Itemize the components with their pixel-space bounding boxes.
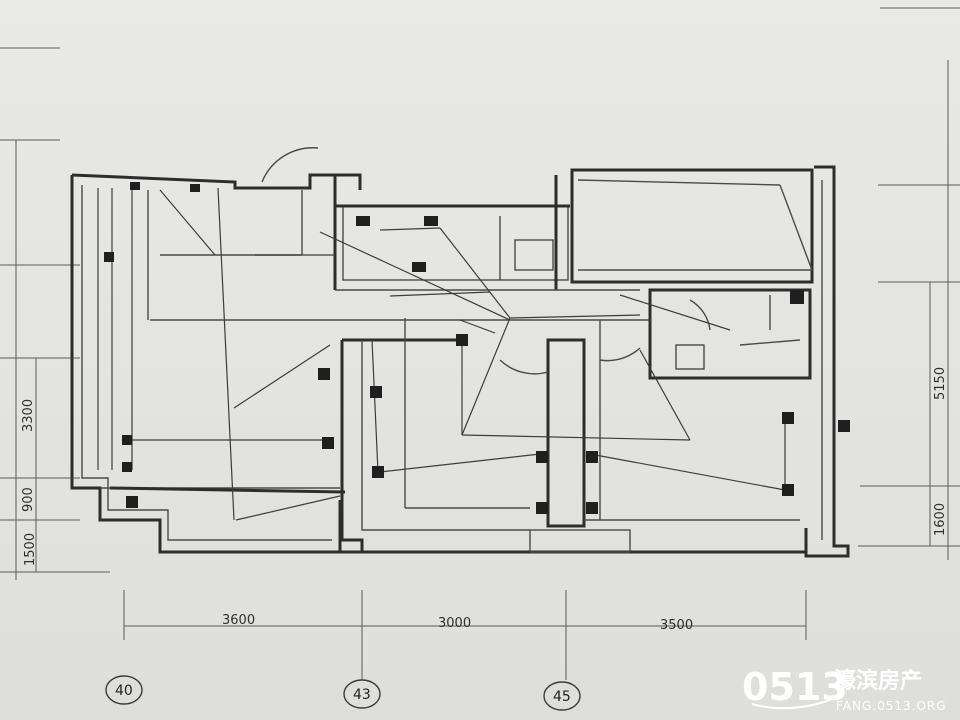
dim-bottom-1: 3600 — [222, 613, 255, 628]
dim-left-3: 1500 — [23, 533, 38, 566]
dimension-lines — [35, 282, 931, 680]
dim-right-2: 1600 — [933, 503, 948, 536]
dim-bottom-3: 3500 — [660, 618, 693, 633]
dim-right-1: 5150 — [933, 367, 948, 400]
dim-bottom-2: 3000 — [438, 616, 471, 631]
axis-markers — [105, 675, 581, 711]
watermark-logo: 0513 濠滨房产 FANG.0513.ORG — [742, 665, 947, 713]
axis-label-45: 45 — [553, 689, 571, 705]
dim-left-1: 3300 — [21, 399, 36, 432]
axis-label-43: 43 — [353, 687, 371, 703]
electrical-fixtures — [104, 182, 850, 514]
watermark-number: 0513 — [742, 665, 848, 709]
reference-lines — [0, 7, 960, 580]
wiring — [97, 187, 786, 521]
walls — [70, 147, 850, 558]
axis-label-40: 40 — [115, 683, 133, 699]
watermark-brand: 濠滨房产 — [834, 668, 922, 694]
watermark-url: FANG.0513.ORG — [836, 699, 947, 713]
dim-left-2: 900 — [21, 487, 36, 512]
